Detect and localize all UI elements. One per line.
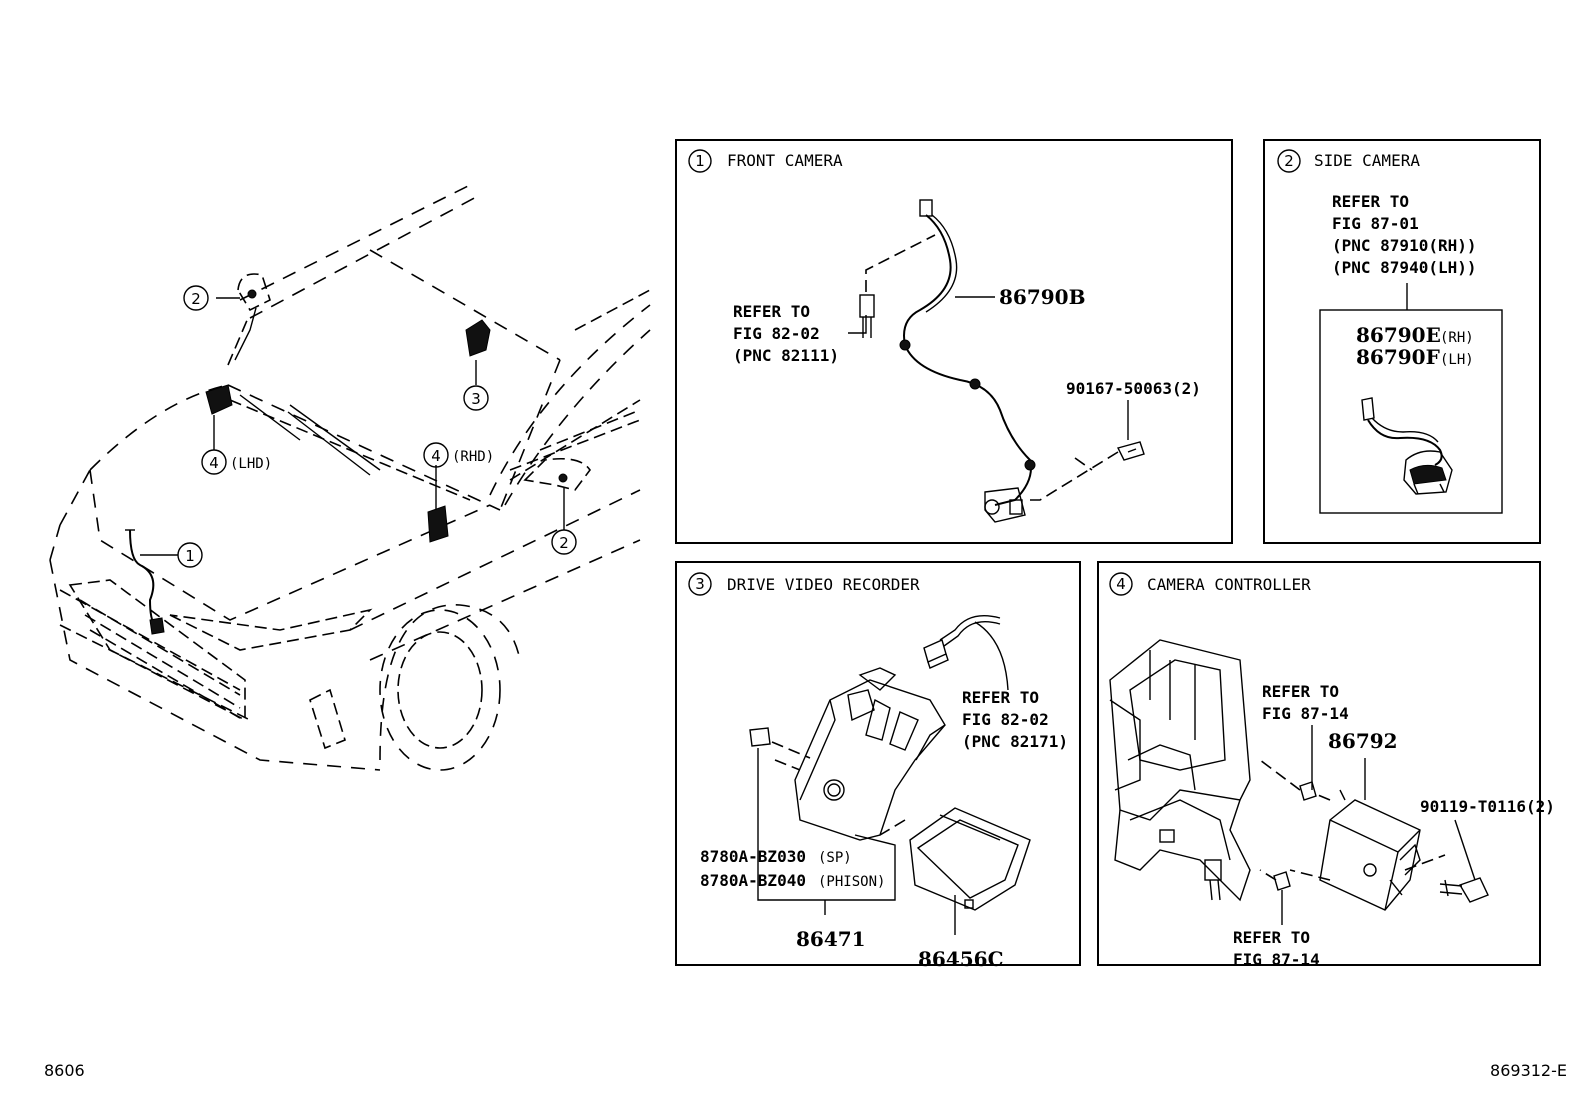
clip-icon-lower xyxy=(1259,869,1291,891)
callout-1-front-camera: 1 xyxy=(177,542,203,568)
vehicle-structure-icon xyxy=(1109,639,1251,902)
recorder-refer-3: (PNC 82171) xyxy=(962,732,1068,751)
svg-text:2: 2 xyxy=(191,290,201,308)
panel-camera-controller: 4 CAMERA CONTROLLER REFER TO FIG 87-14 8… xyxy=(1097,561,1555,969)
svg-text:2: 2 xyxy=(1284,152,1294,170)
panel-drive-video-recorder: 3 DRIVE VIDEO RECORDER REFER TO FIG 82-0… xyxy=(675,561,1081,971)
front-camera-screw-icon xyxy=(1030,441,1145,501)
controller-refer-b-1: REFER TO xyxy=(1233,928,1310,947)
side-camera-refer-1: REFER TO xyxy=(1332,192,1409,211)
svg-text:1: 1 xyxy=(695,152,705,170)
part-86471: 86471 xyxy=(796,927,866,951)
clip-icon-upper xyxy=(1259,759,1317,801)
front-camera-connector-icon xyxy=(859,234,936,338)
part-86456C: 86456C xyxy=(918,947,1004,971)
controller-refer-a-2: FIG 87-14 xyxy=(1262,704,1349,723)
svg-text:4: 4 xyxy=(209,454,219,472)
recorder-refer-1: REFER TO xyxy=(962,688,1039,707)
svg-text:4: 4 xyxy=(1116,575,1126,593)
drive-video-recorder-icon xyxy=(794,667,946,841)
svg-text:4: 4 xyxy=(431,447,441,465)
card-8780A-BZ030: 8780A-BZ030 xyxy=(700,847,806,866)
side-camera-refer-4: (PNC 87940(LH)) xyxy=(1332,258,1477,277)
svg-text:(LH): (LH) xyxy=(1440,352,1474,368)
car-overview xyxy=(49,184,651,771)
panel-front-camera: 1 FRONT CAMERA REFER TO FIG 82-02 (PNC 8… xyxy=(675,139,1233,544)
svg-text:3: 3 xyxy=(695,575,705,593)
callout-2-right-mirror: 2 xyxy=(551,529,577,555)
part-90167-50063: 90167-50063(2) xyxy=(1066,379,1201,398)
side-camera-refer-3: (PNC 87910(RH)) xyxy=(1332,236,1477,255)
front-camera-title: FRONT CAMERA xyxy=(727,151,843,170)
footer-right-code: 869312-E xyxy=(1490,1061,1567,1080)
side-camera-icon xyxy=(1361,397,1453,495)
callout-2-left-mirror: 2 xyxy=(183,285,209,311)
recorder-cable-icon xyxy=(923,615,1001,669)
bolt-icon xyxy=(1439,877,1489,903)
svg-text:(LHD): (LHD) xyxy=(230,456,272,472)
callout-4-rhd: 4 (RHD) xyxy=(423,442,494,468)
svg-text:3: 3 xyxy=(471,390,481,408)
front-camera-harness-icon xyxy=(899,199,1036,523)
panel-side-camera: 2 SIDE CAMERA REFER TO FIG 87-01 (PNC 87… xyxy=(1263,139,1541,544)
card-8780A-BZ040: 8780A-BZ040 xyxy=(700,871,806,890)
footer-left-code: 8606 xyxy=(44,1061,85,1080)
camera-controller-title: CAMERA CONTROLLER xyxy=(1147,575,1311,594)
part-86792: 86792 xyxy=(1328,729,1398,753)
callout-4-lhd: 4 (LHD) xyxy=(201,449,272,475)
camera-controller-icon xyxy=(1289,789,1446,911)
svg-text:1: 1 xyxy=(185,547,195,565)
svg-text:(SP): (SP) xyxy=(818,850,852,866)
part-86790F: 86790F xyxy=(1356,345,1440,369)
svg-text:(RHD): (RHD) xyxy=(452,449,494,465)
side-camera-title: SIDE CAMERA xyxy=(1314,151,1420,170)
callout-3-windshield: 3 xyxy=(463,385,489,411)
sd-card-icon xyxy=(749,727,811,759)
svg-text:(PHISON): (PHISON) xyxy=(818,874,885,890)
front-camera-refer-1: REFER TO xyxy=(733,302,810,321)
svg-text:2: 2 xyxy=(559,534,569,552)
part-86790E: 86790E xyxy=(1356,323,1441,347)
svg-text:(RH): (RH) xyxy=(1440,330,1474,346)
recorder-cover-icon xyxy=(879,807,1031,911)
front-camera-refer-3: (PNC 82111) xyxy=(733,346,839,365)
controller-refer-a-1: REFER TO xyxy=(1262,682,1339,701)
drive-video-recorder-title: DRIVE VIDEO RECORDER xyxy=(727,575,920,594)
recorder-refer-2: FIG 82-02 xyxy=(962,710,1049,729)
side-camera-refer-2: FIG 87-01 xyxy=(1332,214,1419,233)
part-90119-T0116: 90119-T0116(2) xyxy=(1420,797,1555,816)
part-86790B: 86790B xyxy=(999,285,1085,309)
front-camera-refer-2: FIG 82-02 xyxy=(733,324,820,343)
controller-refer-b-2: FIG 87-14 xyxy=(1233,950,1320,969)
